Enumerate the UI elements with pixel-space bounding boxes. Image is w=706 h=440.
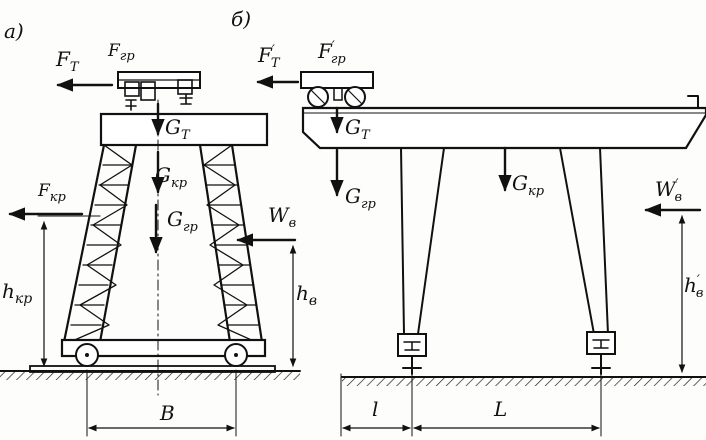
- panel-a: а): [0, 19, 317, 437]
- label-L: L: [493, 397, 507, 421]
- panel-b: б): [231, 7, 706, 437]
- label-G-kr-b: Gкр: [512, 171, 545, 199]
- dim-l-L: [340, 373, 602, 437]
- leg-left-b: [397, 147, 445, 375]
- dim-h-kr: [37, 215, 101, 367]
- main-girder-b: [301, 106, 706, 150]
- label-F-gr-b: F′гр: [317, 39, 346, 67]
- trolley-a: [117, 71, 201, 111]
- label-G-gr-b: Gгр: [345, 184, 377, 212]
- label-W-v-b: W′в: [655, 177, 682, 205]
- bottom-beam-a: [60, 338, 267, 358]
- label-h-v-a: hв: [296, 281, 317, 309]
- right-truss-leg-a: [198, 143, 264, 344]
- dim-B: [86, 369, 237, 437]
- panel-b-tag: б): [231, 7, 251, 31]
- label-h-kr: hкр: [2, 279, 32, 307]
- ground-b: [341, 376, 706, 386]
- leg-right-b: [559, 147, 616, 375]
- label-G-T-b: GT: [345, 115, 371, 143]
- wheels-a: [75, 343, 248, 367]
- label-G-T-a: GT: [165, 115, 191, 143]
- label-F-kr-a: Fкр: [37, 181, 67, 205]
- label-F-T-a: FT: [55, 47, 80, 75]
- label-l: l: [372, 397, 378, 421]
- ground-a: [0, 365, 301, 380]
- label-G-gr-a: Gгр: [167, 207, 199, 235]
- left-truss-leg-a: [62, 143, 138, 344]
- label-F-T-b: F′T: [257, 43, 281, 71]
- label-F-gr-a: Fгр: [107, 41, 135, 64]
- label-B: B: [159, 401, 175, 425]
- label-h-v-b: h′в: [684, 273, 703, 301]
- label-G-kr-a: Gкр: [155, 163, 188, 191]
- top-beam-a: [99, 112, 269, 147]
- trolley-b: [300, 71, 374, 108]
- label-W-v-a: Wв: [268, 203, 296, 231]
- panel-a-tag: а): [4, 19, 24, 43]
